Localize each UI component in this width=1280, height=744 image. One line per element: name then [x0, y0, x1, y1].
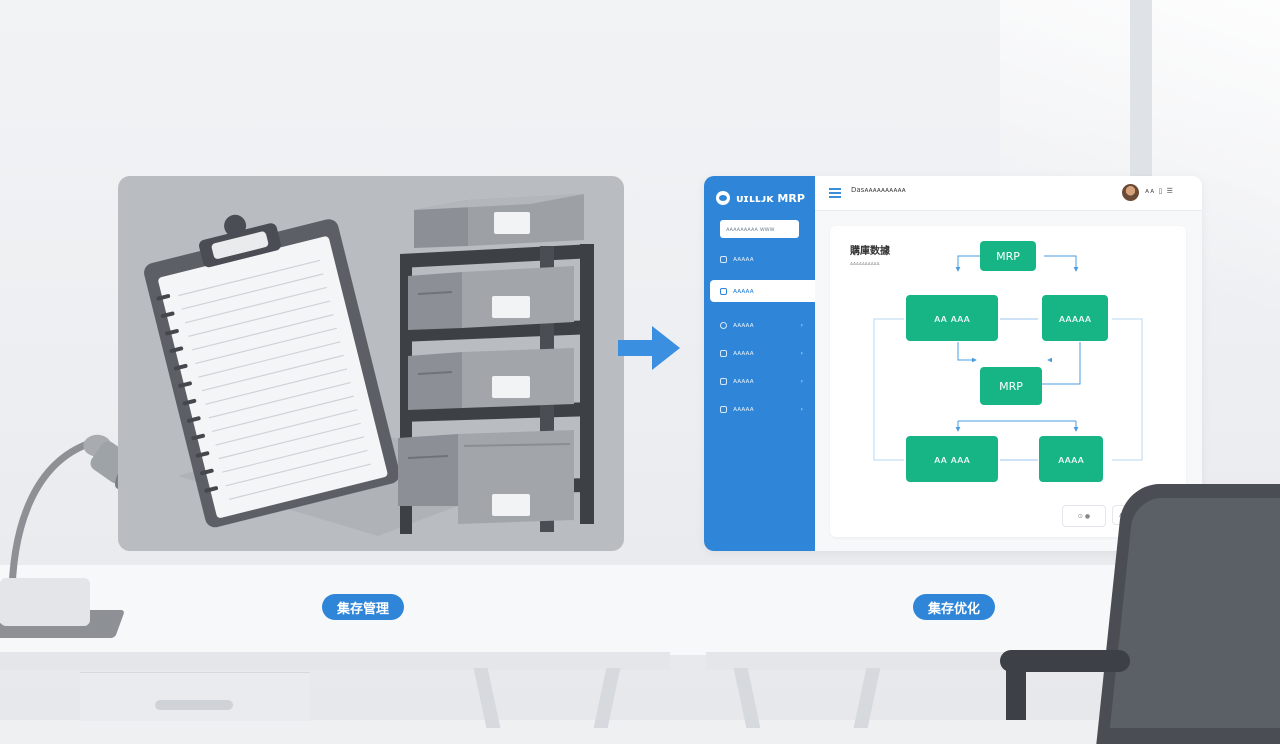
menu-item-icon — [720, 377, 727, 385]
node-left-lower[interactable]: ᴀᴀ ᴀᴀᴀ — [906, 436, 998, 482]
desk-drawer — [80, 672, 310, 721]
menu-item-icon — [720, 349, 727, 357]
menu-item-icon — [720, 321, 727, 329]
sidebar-item-3[interactable]: ᴀᴀᴀᴀᴀ › — [716, 314, 815, 336]
avatar[interactable] — [1122, 184, 1139, 201]
office-chair-arm — [1000, 650, 1130, 672]
view-toggle-buttons[interactable]: ⊙ ● — [1062, 505, 1106, 527]
inventory-illustration-panel — [118, 176, 624, 551]
office-chair-cushion — [1109, 498, 1280, 728]
chevron-right-icon: › — [800, 377, 803, 385]
chevron-right-icon: › — [800, 405, 803, 413]
chevron-right-icon: › — [800, 321, 803, 329]
node-left-upper[interactable]: ᴀᴀ ᴀᴀᴀ — [906, 295, 998, 341]
sidebar-item-4[interactable]: ᴀᴀᴀᴀᴀ › — [716, 342, 815, 364]
flow-connectors — [873, 255, 1143, 461]
sidebar-item-5[interactable]: ᴀᴀᴀᴀᴀ › — [716, 370, 815, 392]
label-inventory-management: 集存管理 — [322, 594, 404, 620]
arrow-right-icon — [618, 326, 680, 370]
clipboard-icon — [144, 214, 400, 528]
label-inventory-optimization: 集存优化 — [913, 594, 995, 620]
desk-edge-left — [0, 652, 670, 670]
menu-item-icon — [720, 287, 727, 295]
page-title: Dasᴀᴀᴀᴀᴀᴀᴀᴀᴀᴀ — [851, 186, 906, 194]
app-brand[interactable]: ᴜɪʟʟᴊᴋ MRP — [716, 188, 805, 208]
topbar-icons[interactable]: ᴀᴀ ▯ ☰ — [1145, 187, 1174, 195]
shelf-icon — [398, 194, 594, 534]
menu-item-icon — [720, 405, 727, 413]
logo-icon — [716, 191, 730, 205]
sidebar-item-6[interactable]: ᴀᴀᴀᴀᴀ › — [716, 398, 815, 420]
sidebar-item-2[interactable]: ᴀᴀᴀᴀᴀ — [710, 280, 815, 302]
top-bar: Dasᴀᴀᴀᴀᴀᴀᴀᴀᴀᴀ ᴀᴀ ▯ ☰ — [815, 176, 1202, 211]
office-chair-post — [1006, 660, 1026, 720]
desk-surface — [0, 565, 1280, 655]
card-title: 購庫数據 — [850, 246, 890, 257]
clipboard-and-shelf-illustration — [144, 194, 594, 536]
node-mrp-center[interactable]: MRP — [980, 367, 1042, 405]
hamburger-menu-icon[interactable] — [829, 188, 841, 198]
drawer-handle — [155, 700, 233, 710]
card-subtitle: ᴀᴀᴀᴀᴀᴀᴀᴀᴀᴀ — [850, 261, 880, 267]
menu-item-icon — [720, 255, 727, 263]
desk-cup — [0, 578, 90, 626]
mrp-flow-card: 購庫数據 ᴀᴀᴀᴀᴀᴀᴀᴀᴀᴀ — [830, 226, 1186, 537]
sidebar: ᴜɪʟʟᴊᴋ MRP ᴀᴀᴀᴀᴀᴀᴀᴀᴀ ᴡᴡᴡ ᴀᴀᴀᴀᴀ ᴀᴀᴀᴀᴀ ᴀᴀᴀ… — [704, 176, 815, 551]
sidebar-search-input[interactable]: ᴀᴀᴀᴀᴀᴀᴀᴀᴀ ᴡᴡᴡ — [720, 220, 799, 238]
node-mrp-top[interactable]: MRP — [980, 241, 1036, 271]
sidebar-item-1[interactable]: ᴀᴀᴀᴀᴀ — [716, 248, 815, 270]
mrp-app-window: ᴜɪʟʟᴊᴋ MRP ᴀᴀᴀᴀᴀᴀᴀᴀᴀ ᴡᴡᴡ ᴀᴀᴀᴀᴀ ᴀᴀᴀᴀᴀ ᴀᴀᴀ… — [704, 176, 1202, 551]
brand-name: ᴜɪʟʟᴊᴋ MRP — [736, 191, 805, 205]
node-right-lower[interactable]: ᴀᴀᴀᴀ — [1039, 436, 1103, 482]
node-right-upper[interactable]: ᴀᴀᴀᴀᴀ — [1042, 295, 1108, 341]
chevron-right-icon: › — [800, 349, 803, 357]
